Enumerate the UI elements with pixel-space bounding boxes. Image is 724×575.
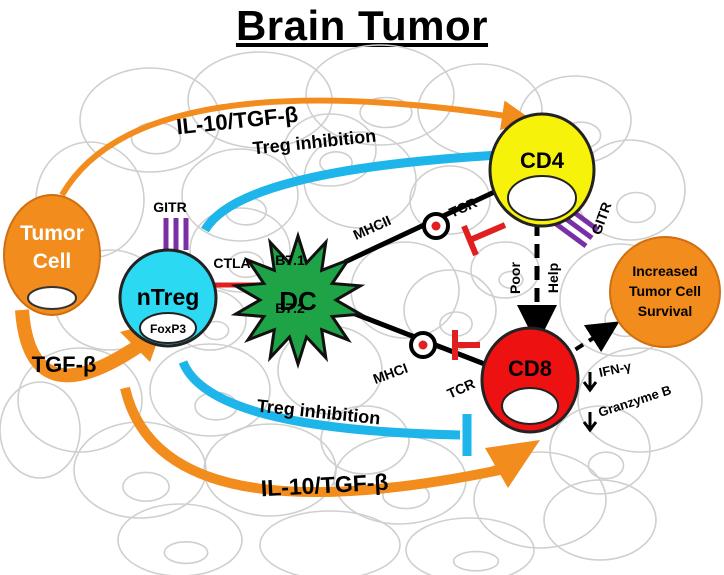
background-cell-nucleus: [359, 96, 413, 129]
tgf-arrow: [15, 309, 144, 383]
treg-inhibition-arrow-top: [201, 150, 501, 233]
background-cell: [181, 148, 299, 242]
background-cell: [189, 207, 291, 293]
tumor-label-line1: Tumor: [20, 222, 84, 245]
mhci-label: MHCI: [371, 360, 410, 387]
background-cell: [543, 479, 657, 561]
ifn-label: IFN-γ: [598, 358, 634, 380]
il10-tgf-arrowhead-bottom: [485, 440, 540, 488]
il10-label-bottom: IL-10/TGF-β: [260, 469, 389, 502]
background-cell: [350, 241, 460, 339]
dc-label: DC: [279, 286, 317, 316]
mhcii-label: MHCII: [351, 212, 394, 243]
cd8-cell: [480, 326, 580, 434]
tumor-cell: [3, 194, 101, 316]
il10-tgf-arrow-top: [59, 97, 532, 197]
ntreg-cell: [118, 248, 218, 348]
il10-label-top: IL-10/TGF-β: [175, 102, 299, 140]
outcome-line2: Tumor Cell: [629, 283, 701, 299]
background-cell: [470, 241, 540, 299]
cd4-tcr-inhibition: [461, 222, 507, 257]
background-cell: [17, 347, 143, 453]
background-cell-nucleus: [587, 451, 625, 480]
cd8-label: CD8: [508, 356, 552, 381]
gitr-receptor-treg: [163, 218, 189, 250]
background-cell: [0, 381, 81, 479]
tumor-label-line2: Cell: [33, 250, 72, 273]
background-cell: [409, 165, 491, 235]
background-cell: [405, 517, 535, 575]
background-cell: [549, 405, 651, 495]
cd8-tcr-inhibition: [452, 330, 480, 360]
b72-label: B7.2: [275, 300, 305, 316]
background-cell: [283, 113, 377, 187]
background-cell: [259, 510, 401, 575]
mhci-peptide-complex: [409, 331, 437, 359]
outcome-line1: Increased: [632, 263, 697, 279]
background-cell-nucleus: [452, 550, 500, 572]
mhcii-peptide-complex: [422, 212, 450, 240]
dc-cell: [230, 231, 366, 369]
ctla-label: CTLA: [213, 255, 250, 271]
b71-label: B7.1: [275, 252, 305, 268]
background-cell-nucleus: [122, 471, 170, 502]
background-cell: [473, 451, 607, 549]
gitr-label-treg: GITR: [153, 199, 186, 215]
background-cell: [149, 343, 271, 437]
background-cell: [117, 503, 243, 575]
diagram-title: Brain Tumor: [235, 2, 489, 49]
granzyme-label: Granzyme B: [596, 382, 673, 420]
gitr-label-cd4: GITR: [588, 200, 614, 237]
background-cell: [79, 67, 221, 173]
background-cell: [305, 44, 455, 146]
il10-tgf-arrow-bottom: [120, 386, 502, 498]
tcr-label-cd8: TCR: [445, 375, 478, 401]
decrease-arrows: [582, 372, 598, 433]
treg-label: nTreg: [137, 284, 200, 310]
tgf-label: TGF-β: [32, 352, 97, 377]
tumor-survival-outcome: [609, 236, 721, 348]
cd4-label: CD4: [520, 148, 565, 173]
background-cell-nucleus: [163, 540, 209, 565]
tcr-label-cd4: TCR: [447, 194, 480, 220]
background-cell: [577, 347, 703, 453]
help-label: Help: [545, 263, 561, 293]
background-cell: [203, 423, 337, 517]
poor-label: Poor: [507, 262, 523, 294]
background-cell: [320, 405, 410, 475]
treg-inhibition-arrow-bottom: [178, 360, 461, 440]
foxp3-label: FoxP3: [150, 322, 186, 336]
outcome-line3: Survival: [638, 303, 692, 319]
cd4-cell: [488, 112, 596, 228]
background-cell-nucleus: [498, 270, 524, 289]
background-cell-nucleus: [615, 191, 657, 224]
